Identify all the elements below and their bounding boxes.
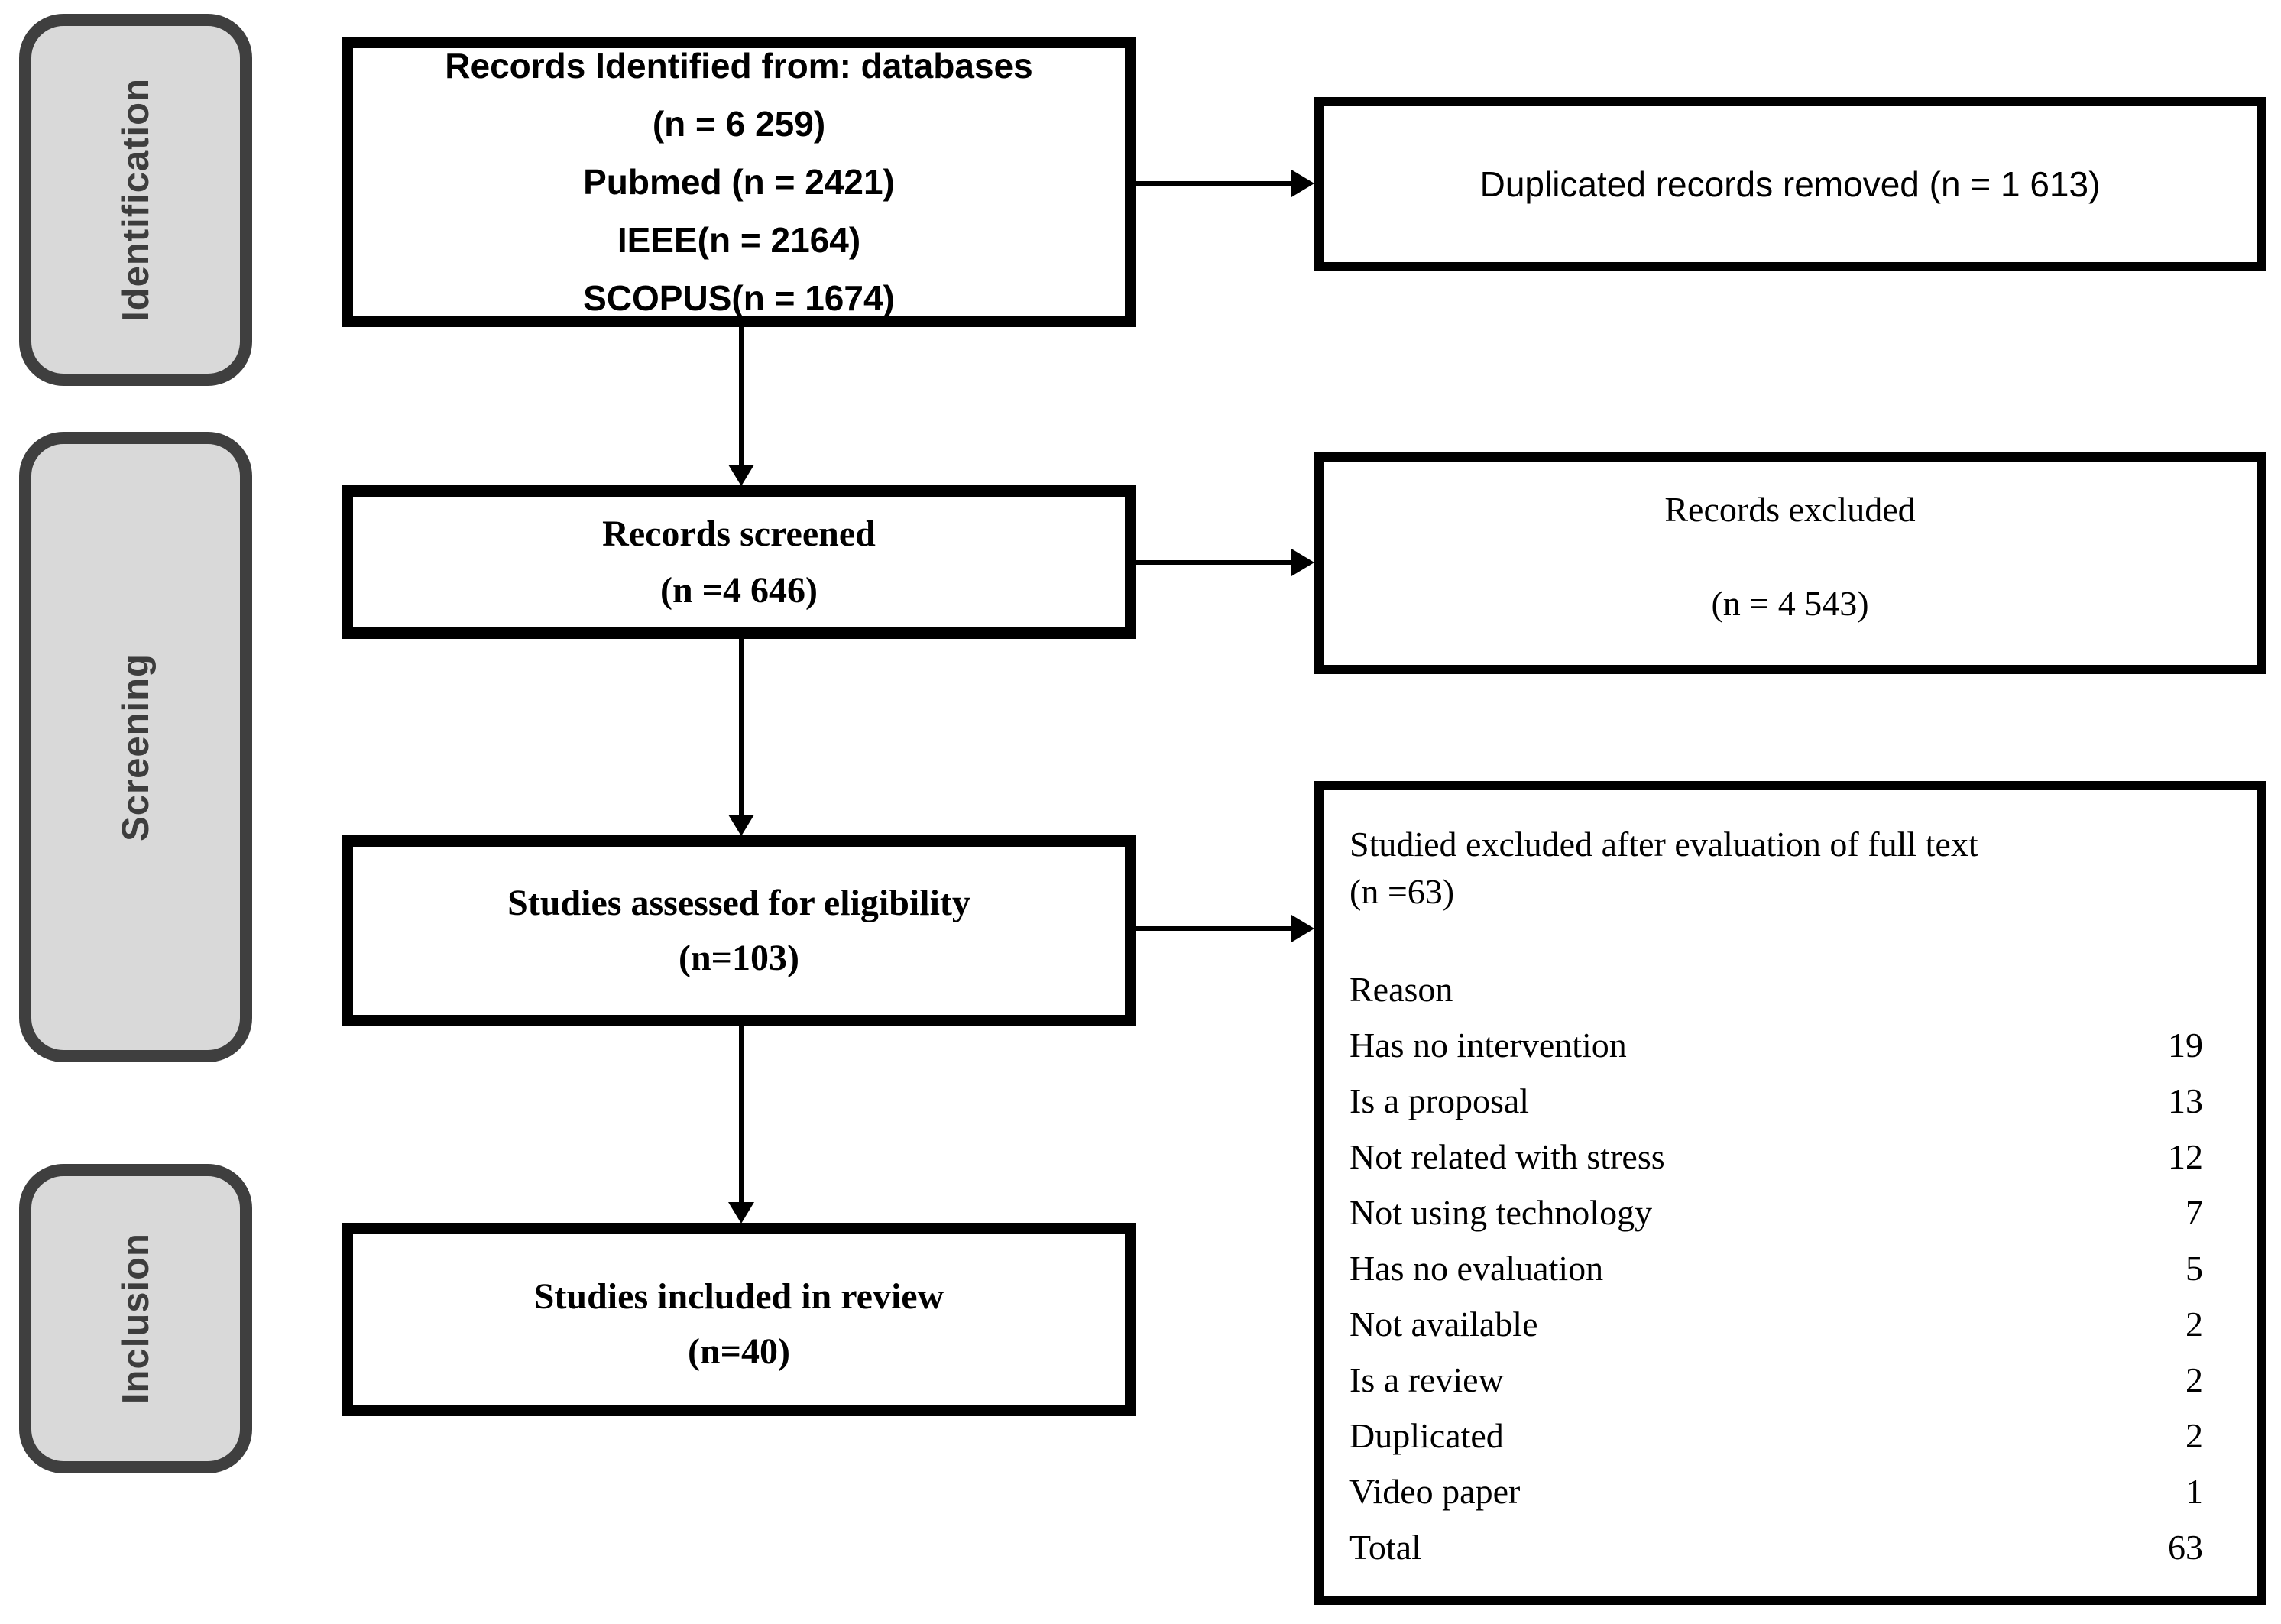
records-identified-line: Records Identified from: databases [445, 46, 1033, 86]
studies-included-count: (n=40) [687, 1331, 790, 1372]
reason-count: 1 [2185, 1472, 2203, 1511]
reason-count: 7 [2185, 1193, 2203, 1232]
reason-row: Not available 2 [1349, 1296, 2203, 1352]
box-duplicates-removed: Duplicated records removed (n = 1 613) [1314, 97, 2266, 271]
box-fulltext-excluded: Studied excluded after evaluation of ful… [1314, 781, 2266, 1605]
studies-assessed-count: (n=103) [678, 938, 799, 978]
reason-row: Has no evaluation 5 [1349, 1240, 2203, 1296]
records-identified-pubmed: Pubmed (n = 2421) [583, 162, 895, 202]
stage-identification-label: Identification [115, 78, 157, 322]
reason-label: Video paper [1349, 1472, 1521, 1511]
arrowhead-right-3-icon [1291, 915, 1314, 942]
reason-label: Is a proposal [1349, 1081, 1530, 1120]
reason-label: Not available [1349, 1305, 1538, 1344]
connector-identified-to-screened [739, 327, 744, 466]
arrowhead-right-2-icon [1291, 549, 1314, 576]
box-studies-included: Studies included in review (n=40) [342, 1223, 1136, 1416]
connector-screened-to-excluded [1136, 560, 1291, 565]
reason-row: Not related with stress 12 [1349, 1129, 2203, 1185]
reason-header: Reason [1349, 970, 1453, 1009]
fulltext-excluded-title: Studied excluded after evaluation of ful… [1349, 825, 1978, 864]
reason-count: 2 [2185, 1305, 2203, 1344]
reason-row: Is a review 2 [1349, 1352, 2203, 1408]
stage-identification: Identification [19, 14, 252, 386]
reason-label: Is a review [1349, 1360, 1504, 1399]
duplicates-removed-text: Duplicated records removed (n = 1 613) [1479, 164, 2101, 204]
fulltext-excluded-count: (n =63) [1349, 872, 1455, 911]
connector-assessed-to-fulltext-excluded [1136, 926, 1291, 931]
connector-identified-to-duplicates [1136, 181, 1291, 186]
reason-count: 2 [2185, 1416, 2203, 1455]
reason-row: Is a proposal 13 [1349, 1073, 2203, 1129]
reason-label: Total [1349, 1528, 1421, 1567]
stage-inclusion-label: Inclusion [115, 1233, 157, 1405]
reason-row: Duplicated 2 [1349, 1408, 2203, 1464]
arrowhead-right-1-icon [1291, 170, 1314, 197]
studies-assessed-line: Studies assessed for eligibility [507, 883, 970, 923]
reason-row: Video paper 1 [1349, 1464, 2203, 1519]
connector-screened-to-assessed [739, 639, 744, 816]
stage-inclusion: Inclusion [19, 1164, 252, 1473]
box-records-screened: Records screened (n =4 646) [342, 485, 1136, 639]
records-identified-ieee: IEEE(n = 2164) [617, 220, 861, 260]
box-records-excluded: Records excluded (n = 4 543) [1314, 452, 2266, 674]
studies-included-line: Studies included in review [533, 1276, 944, 1317]
reason-count: 5 [2185, 1249, 2203, 1288]
reason-count: 19 [2168, 1026, 2203, 1065]
reason-row: Has no intervention 19 [1349, 1017, 2203, 1073]
arrowhead-down-2-icon [728, 815, 754, 836]
reason-label: Has no evaluation [1349, 1249, 1604, 1288]
records-identified-scopus: SCOPUS(n = 1674) [583, 278, 895, 318]
reason-count: 12 [2168, 1137, 2203, 1176]
records-excluded-count: (n = 4 543) [1711, 584, 1869, 623]
arrowhead-down-3-icon [728, 1202, 754, 1224]
arrowhead-down-1-icon [728, 465, 754, 486]
reason-count: 13 [2168, 1081, 2203, 1120]
connector-assessed-to-included [739, 1026, 744, 1202]
records-screened-line: Records screened [602, 513, 876, 554]
stage-screening: Screening [19, 432, 252, 1062]
box-studies-assessed: Studies assessed for eligibility (n=103) [342, 835, 1136, 1026]
stage-screening-label: Screening [115, 653, 157, 841]
records-identified-total: (n = 6 259) [652, 104, 826, 144]
reason-row: Not using technology 7 [1349, 1185, 2203, 1240]
reason-count: 63 [2168, 1528, 2203, 1567]
reason-label: Duplicated [1349, 1416, 1504, 1455]
reason-label: Not related with stress [1349, 1137, 1665, 1176]
records-excluded-line: Records excluded [1664, 490, 1916, 529]
reason-label: Has no intervention [1349, 1026, 1627, 1065]
reason-count: 2 [2185, 1360, 2203, 1399]
reason-row: Total 63 [1349, 1519, 2203, 1575]
box-records-identified: Records Identified from: databases (n = … [342, 37, 1136, 327]
records-screened-count: (n =4 646) [659, 569, 818, 611]
reason-label: Not using technology [1349, 1193, 1653, 1232]
